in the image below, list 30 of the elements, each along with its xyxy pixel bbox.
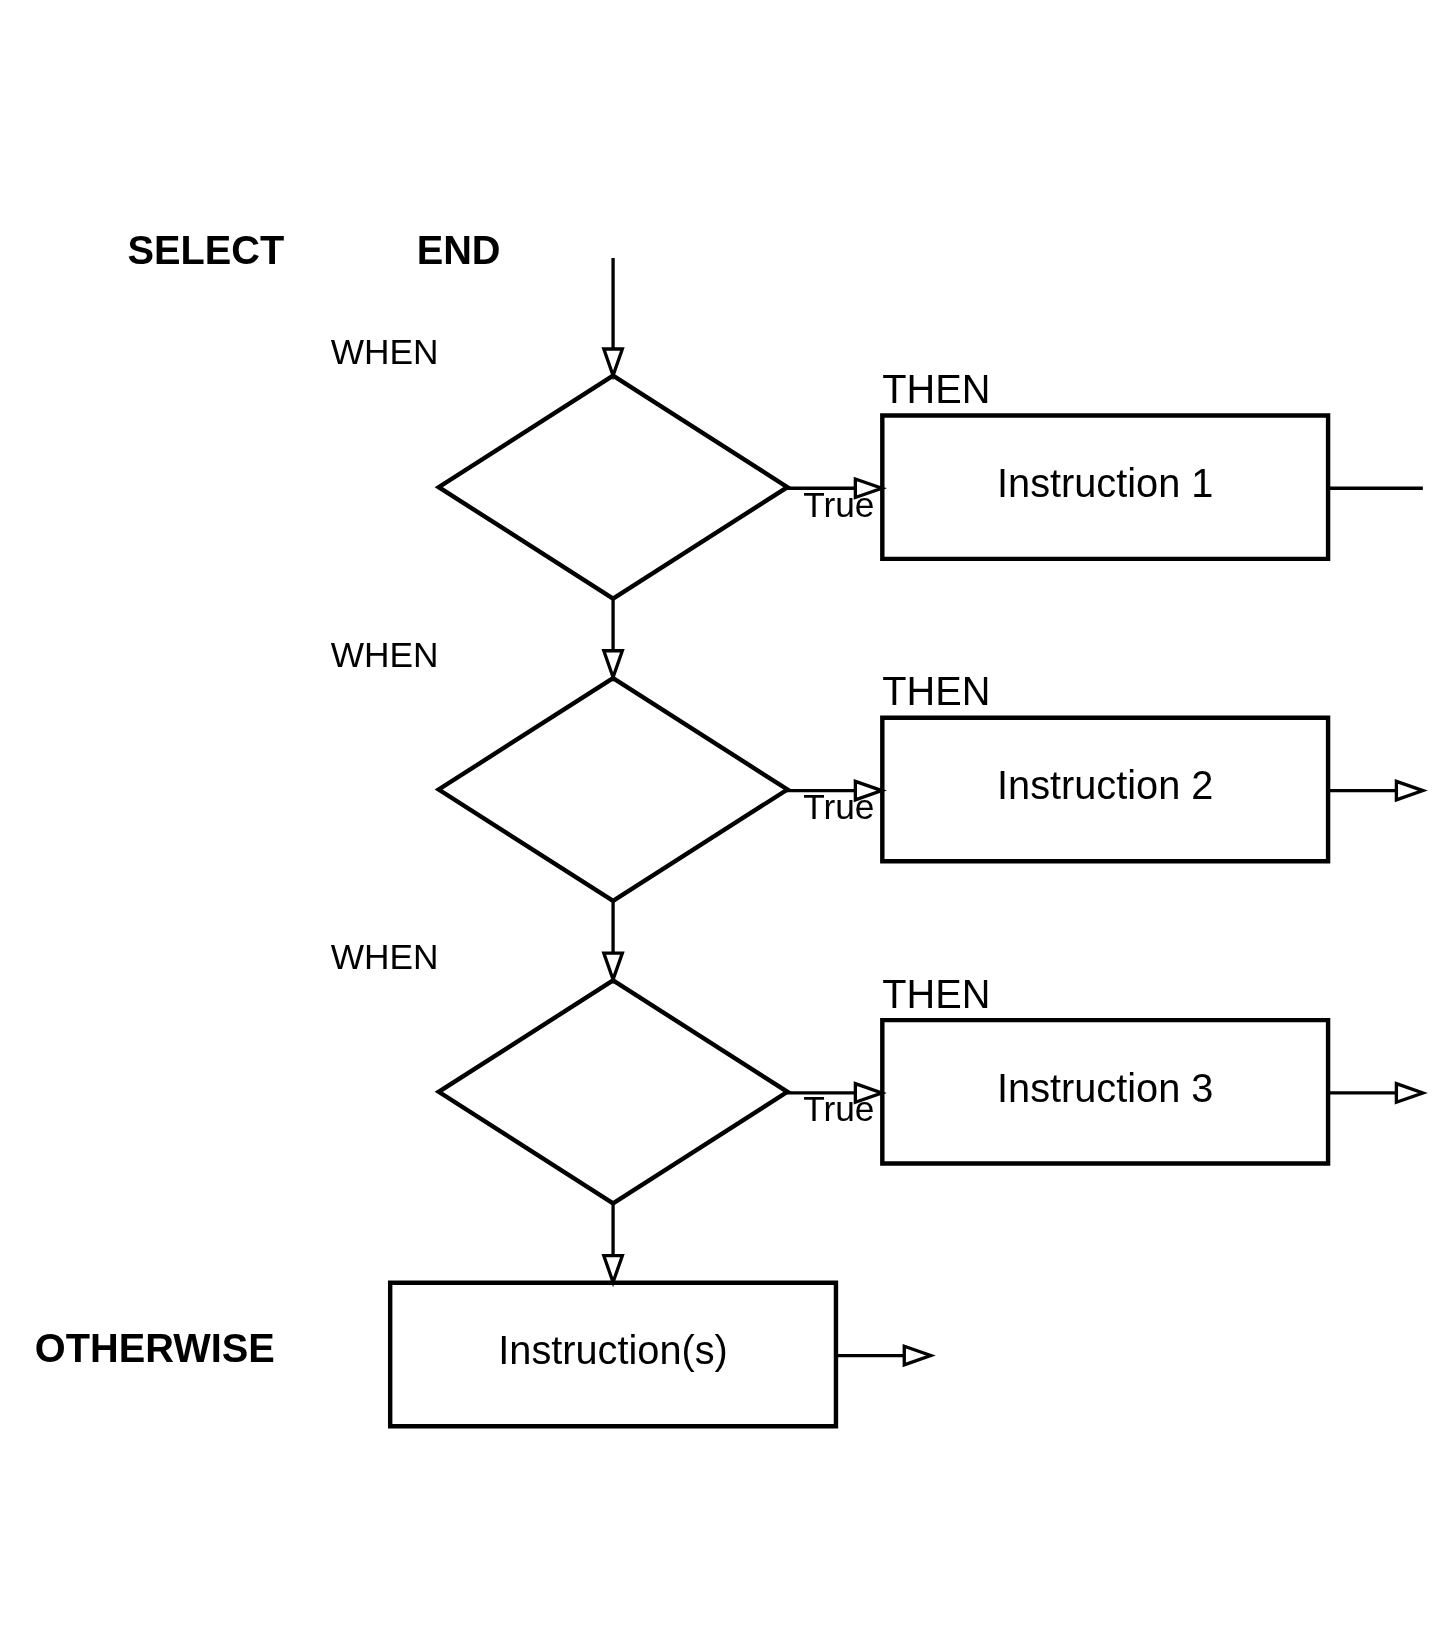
edge-label: True (803, 484, 875, 524)
node-label: THEN (882, 366, 991, 411)
arrow (836, 1343, 936, 1367)
node-box: Instruction(s) (387, 1280, 839, 1428)
node-label: WHEN (330, 634, 439, 674)
node-label: THEN (882, 971, 991, 1016)
label: OTHERWISE (34, 1325, 275, 1370)
node-label: WHEN (330, 936, 439, 976)
edge-label: True (803, 786, 875, 826)
arrow (601, 1203, 625, 1287)
connector (1328, 486, 1423, 490)
label: END (416, 227, 501, 272)
arrow (601, 257, 625, 380)
node-box: Instruction 1 (880, 412, 1331, 561)
edge-label: True (803, 1088, 875, 1128)
node-diamond (434, 372, 792, 601)
node-diamond (434, 674, 792, 904)
label: SELECT (127, 227, 285, 272)
node-diamond (434, 977, 792, 1206)
node-box: Instruction 2 (880, 715, 1331, 863)
node-label: THEN (882, 668, 991, 713)
arrow (1328, 778, 1428, 802)
node-box: Instruction 3 (880, 1017, 1331, 1166)
arrow (601, 900, 625, 985)
arrow (601, 598, 625, 682)
node-label: WHEN (330, 331, 439, 371)
arrow (785, 778, 887, 802)
arrow (785, 476, 887, 500)
arrow (785, 1080, 887, 1105)
arrow (1328, 1080, 1428, 1105)
